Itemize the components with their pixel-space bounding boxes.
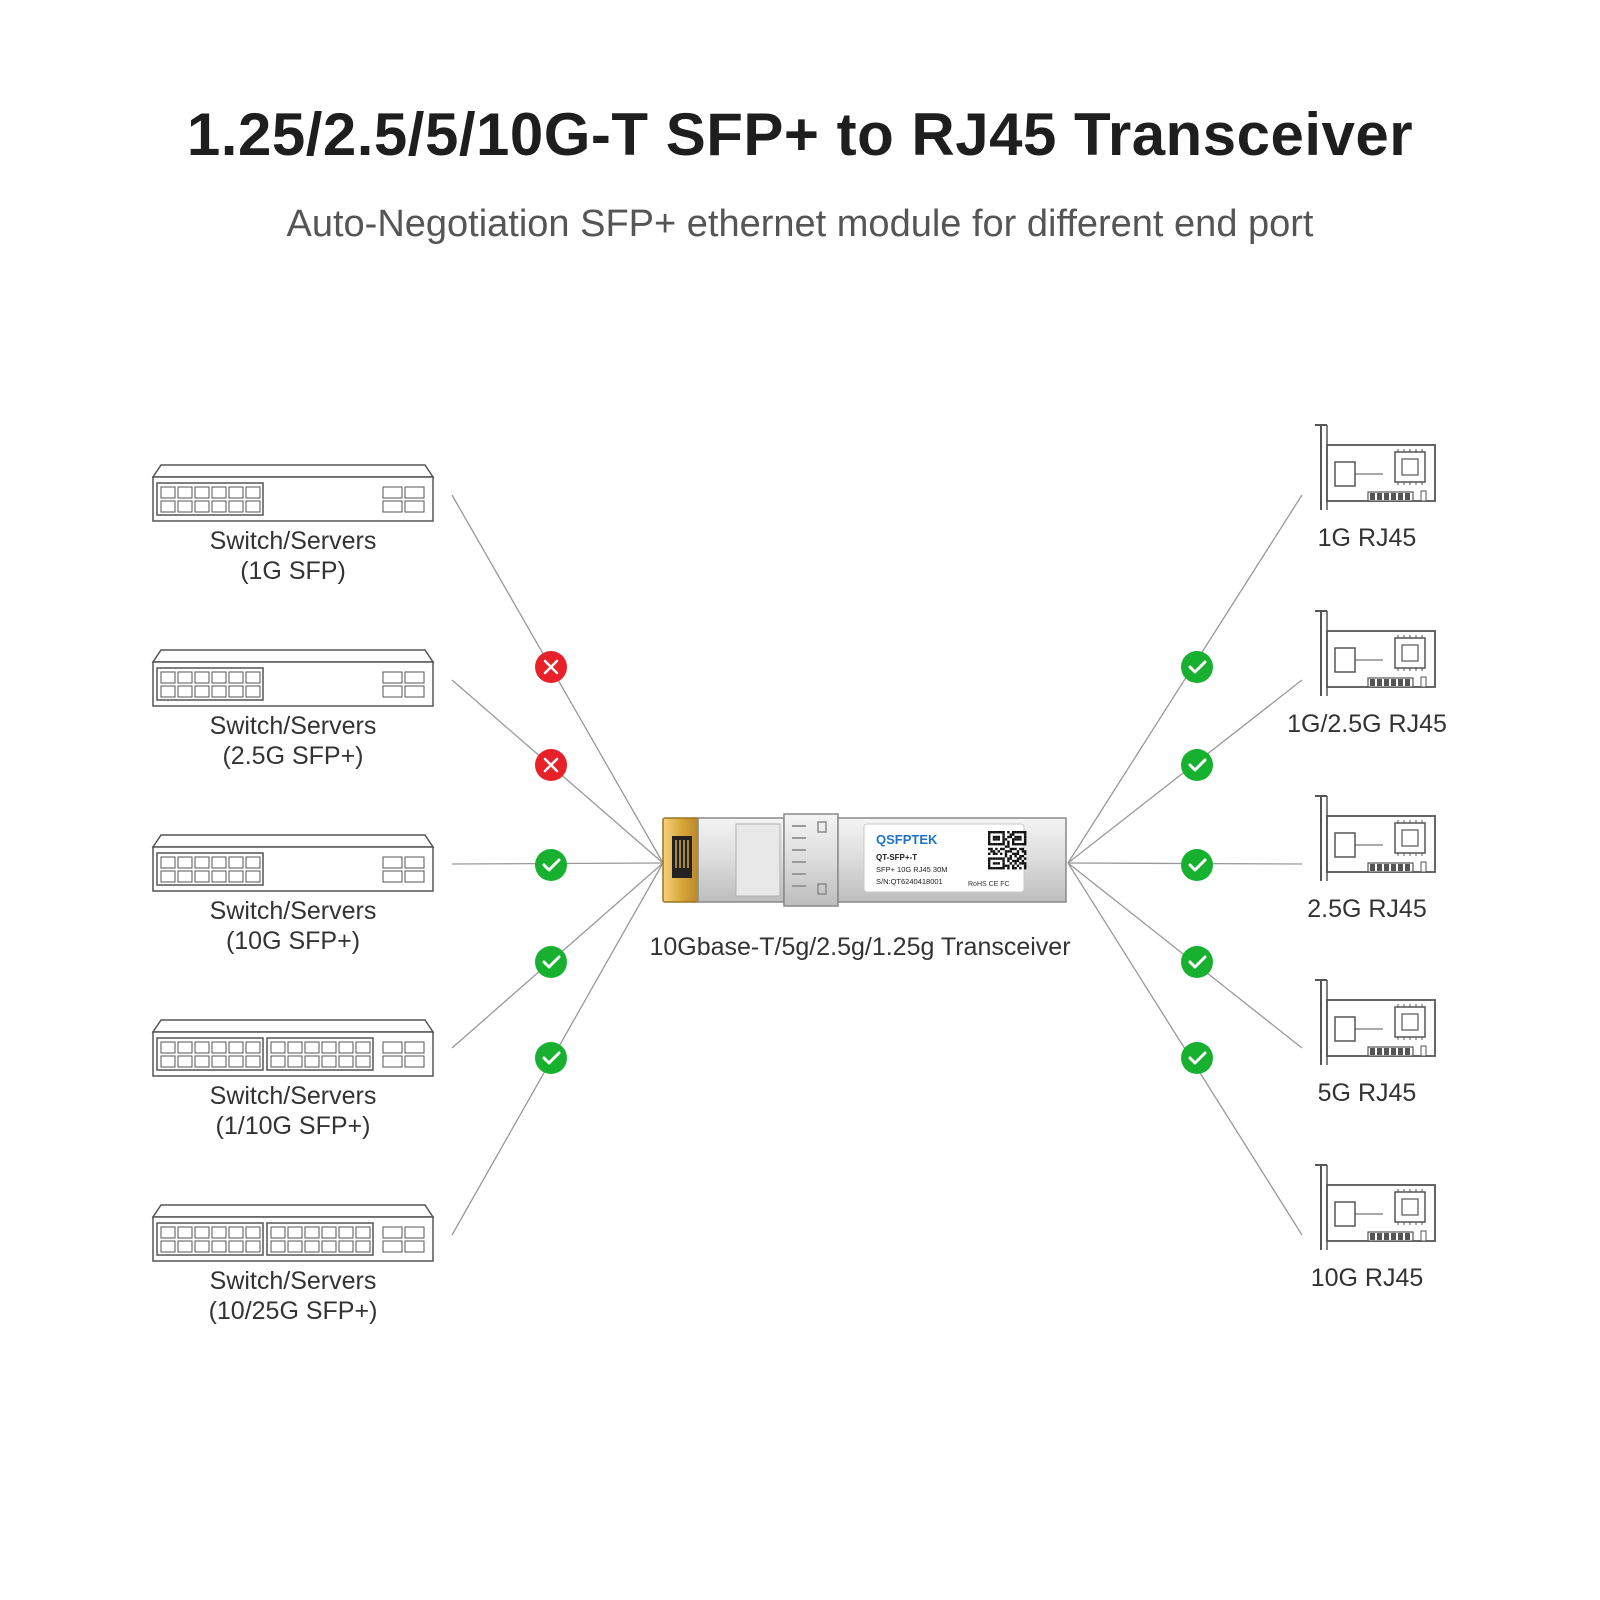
module-caption: 10Gbase-T/5g/2.5g/1.25g Transceiver <box>649 933 1070 961</box>
right-devices: 1G RJ45 1G/2.5G RJ45 2.5G RJ45 5G RJ45 10G R… <box>1181 424 1447 1292</box>
switch-device: Switch/Servers(1/10G SFP+) <box>151 946 567 1140</box>
nic-device: 5G RJ45 <box>1181 946 1436 1107</box>
switch-device: Switch/Servers(2.5G SFP+) <box>151 649 567 781</box>
device-label-line2: (1/10G SFP+) <box>216 1112 371 1140</box>
device-label: 1G/2.5G RJ45 <box>1287 710 1447 738</box>
qr-code-icon <box>988 831 1027 870</box>
cross-icon <box>535 749 567 781</box>
check-icon <box>1181 651 1213 683</box>
switch-icon <box>151 834 435 892</box>
module-part-number: QT-SFP+-T <box>876 853 917 862</box>
check-icon <box>1181 1042 1213 1074</box>
network-card-icon <box>1315 795 1436 881</box>
page-subtitle: Auto-Negotiation SFP+ ethernet module fo… <box>286 203 1314 245</box>
switch-device: Switch/Servers(1G SFP) <box>151 464 567 683</box>
switch-icon <box>151 1204 435 1262</box>
device-label-line2: (10G SFP+) <box>226 927 360 955</box>
network-card-icon <box>1315 610 1436 696</box>
nic-device: 2.5G RJ45 <box>1181 795 1436 923</box>
switch-device: Switch/Servers(10/25G SFP+) <box>151 1042 567 1325</box>
module-cert-marks: RoHS CE FC <box>968 881 1010 888</box>
device-label-line1: Switch/Servers <box>210 897 377 925</box>
module-serial: S/N:QT6240418001 <box>876 877 943 886</box>
switch-icon <box>151 649 435 707</box>
check-icon <box>1181 749 1213 781</box>
switch-device: Switch/Servers(10G SFP+) <box>151 834 567 955</box>
module-brand: QSFPTEK <box>876 832 938 847</box>
device-label: 2.5G RJ45 <box>1307 895 1427 923</box>
device-label-line2: (2.5G SFP+) <box>222 742 363 770</box>
connection-line <box>1067 494 1303 864</box>
device-label: 10G RJ45 <box>1311 1264 1424 1292</box>
nic-device: 1G/2.5G RJ45 <box>1181 610 1447 781</box>
check-icon <box>535 1042 567 1074</box>
device-label-line1: Switch/Servers <box>210 712 377 740</box>
device-label-line1: Switch/Servers <box>210 1267 377 1295</box>
network-card-icon <box>1315 1164 1436 1250</box>
check-icon <box>1181 849 1213 881</box>
device-label-line2: (10/25G SFP+) <box>209 1297 378 1325</box>
device-label-line1: Switch/Servers <box>210 1082 377 1110</box>
network-card-icon <box>1315 979 1436 1065</box>
left-devices: Switch/Servers(1G SFP)Switch/Servers(2.5… <box>151 464 567 1325</box>
device-label: 1G RJ45 <box>1318 524 1417 552</box>
module-description: SFP+ 10G RJ45 30M <box>876 865 948 874</box>
device-label-line2: (1G SFP) <box>240 557 346 585</box>
nic-device: 10G RJ45 <box>1181 1042 1436 1292</box>
check-icon <box>535 946 567 978</box>
switch-icon <box>151 1019 435 1077</box>
network-card-icon <box>1315 424 1436 510</box>
device-label-line1: Switch/Servers <box>210 527 377 555</box>
cross-icon <box>535 651 567 683</box>
page-title: 1.25/2.5/5/10G-T SFP+ to RJ45 Transceive… <box>186 101 1414 168</box>
check-icon <box>535 849 567 881</box>
nic-device: 1G RJ45 <box>1181 424 1436 683</box>
sfp-transceiver-module: QSFPTEK QT-SFP+-T SFP+ 10G RJ45 30M S/N:… <box>649 813 1071 961</box>
check-icon <box>1181 946 1213 978</box>
device-label: 5G RJ45 <box>1318 1079 1417 1107</box>
switch-icon <box>151 464 435 522</box>
